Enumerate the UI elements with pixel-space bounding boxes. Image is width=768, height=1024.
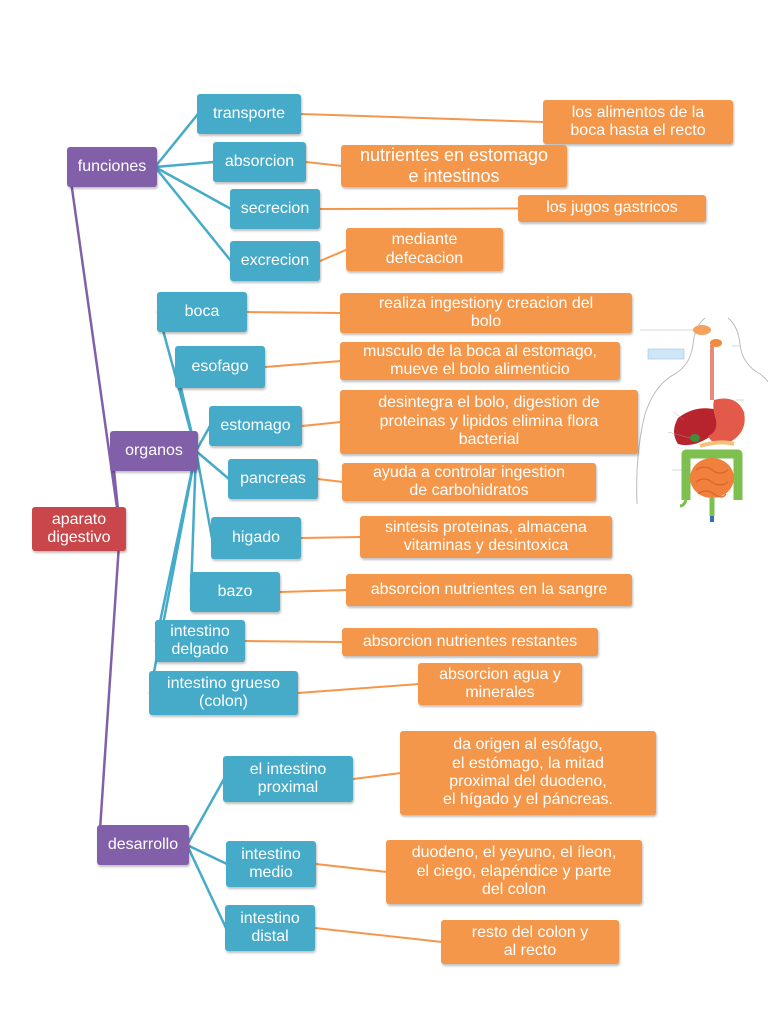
item-intestino-medio: intestino medio <box>226 841 316 887</box>
link-item-higado <box>194 449 214 540</box>
detail-intestino-grueso: absorcion agua y minerales <box>418 663 582 705</box>
detail-intestino-medio: duodeno, el yeyuno, el íleon, el ciego, … <box>386 840 642 904</box>
detail-boca: realiza ingestiony creacion del bolo <box>340 293 632 333</box>
item-esofago: esofago <box>175 346 265 388</box>
link-root-desarrollo <box>97 527 122 847</box>
item-intestino-distal: intestino distal <box>225 905 315 951</box>
link-item-excrecion <box>153 165 233 263</box>
root-node-aparato-digestivo: aparato digestivo <box>32 507 126 551</box>
item-secrecion: secrecion <box>230 189 320 229</box>
item-excrecion: excrecion <box>230 241 320 281</box>
item-intestino-proximal: el intestino proximal <box>223 756 353 802</box>
link-item-transporte <box>153 112 200 169</box>
link-detail-intestino-distal <box>314 927 443 943</box>
link-detail-intestino-proximal <box>352 772 402 780</box>
detail-intestino-delgado: absorcion nutrientes restantes <box>342 628 598 656</box>
digestive-system-illustration <box>636 317 768 522</box>
detail-transporte: los alimentos de la boca hasta el recto <box>543 100 733 144</box>
category-organos: organos <box>110 431 198 471</box>
link-detail-absorcion <box>305 161 343 167</box>
item-transporte: transporte <box>197 94 301 134</box>
link-detail-excrecion <box>319 248 348 262</box>
link-detail-estomago <box>301 421 342 427</box>
category-funciones: funciones <box>67 147 157 187</box>
link-item-absorcion <box>153 160 216 169</box>
link-item-intestino-distal <box>185 843 228 930</box>
detail-pancreas: ayuda a controlar ingestion de carbohidr… <box>342 463 596 501</box>
detail-excrecion: mediante defecacion <box>346 228 503 271</box>
link-detail-pancreas <box>317 478 344 483</box>
item-estomago: estomago <box>209 406 302 446</box>
detail-intestino-proximal: da origen al esófago, el estómago, la mi… <box>400 731 656 815</box>
link-detail-esofago <box>264 360 342 368</box>
link-item-secrecion <box>153 165 233 211</box>
item-bazo: bazo <box>190 572 280 612</box>
detail-bazo: absorcion nutrientes en la sangre <box>346 574 632 606</box>
item-boca: boca <box>157 292 247 332</box>
link-item-intestino-proximal <box>185 777 226 847</box>
link-detail-secrecion <box>319 207 520 210</box>
link-item-estomago <box>194 424 212 453</box>
item-intestino-grueso: intestino grueso (colon) <box>149 671 298 715</box>
link-item-bazo <box>189 449 198 594</box>
item-pancreas: pancreas <box>228 459 318 499</box>
category-desarrollo: desarrollo <box>97 825 189 865</box>
detail-higado: sintesis proteinas, almacena vitaminas y… <box>360 516 612 558</box>
detail-estomago: desintegra el bolo, digestion de protein… <box>340 390 638 454</box>
link-item-pancreas <box>194 449 231 481</box>
link-detail-intestino-medio <box>315 863 388 873</box>
detail-intestino-distal: resto del colon y al recto <box>441 920 619 964</box>
link-detail-transporte <box>300 113 545 123</box>
detail-esofago: musculo de la boca al estomago, mueve el… <box>340 342 620 380</box>
link-item-intestino-medio <box>185 843 229 866</box>
detail-secrecion: los jugos gastricos <box>518 195 706 222</box>
link-detail-bazo <box>279 589 348 593</box>
item-higado: higado <box>211 517 301 559</box>
link-detail-boca <box>246 311 342 314</box>
link-detail-intestino-delgado <box>244 640 344 643</box>
detail-absorcion: nutrientes en estomago e intestinos <box>341 145 567 187</box>
link-root-funciones <box>67 165 122 531</box>
link-detail-intestino-grueso <box>297 683 420 694</box>
item-absorcion: absorcion <box>213 142 306 182</box>
link-detail-higado <box>300 536 362 539</box>
item-intestino-delgado: intestino delgado <box>155 620 245 662</box>
